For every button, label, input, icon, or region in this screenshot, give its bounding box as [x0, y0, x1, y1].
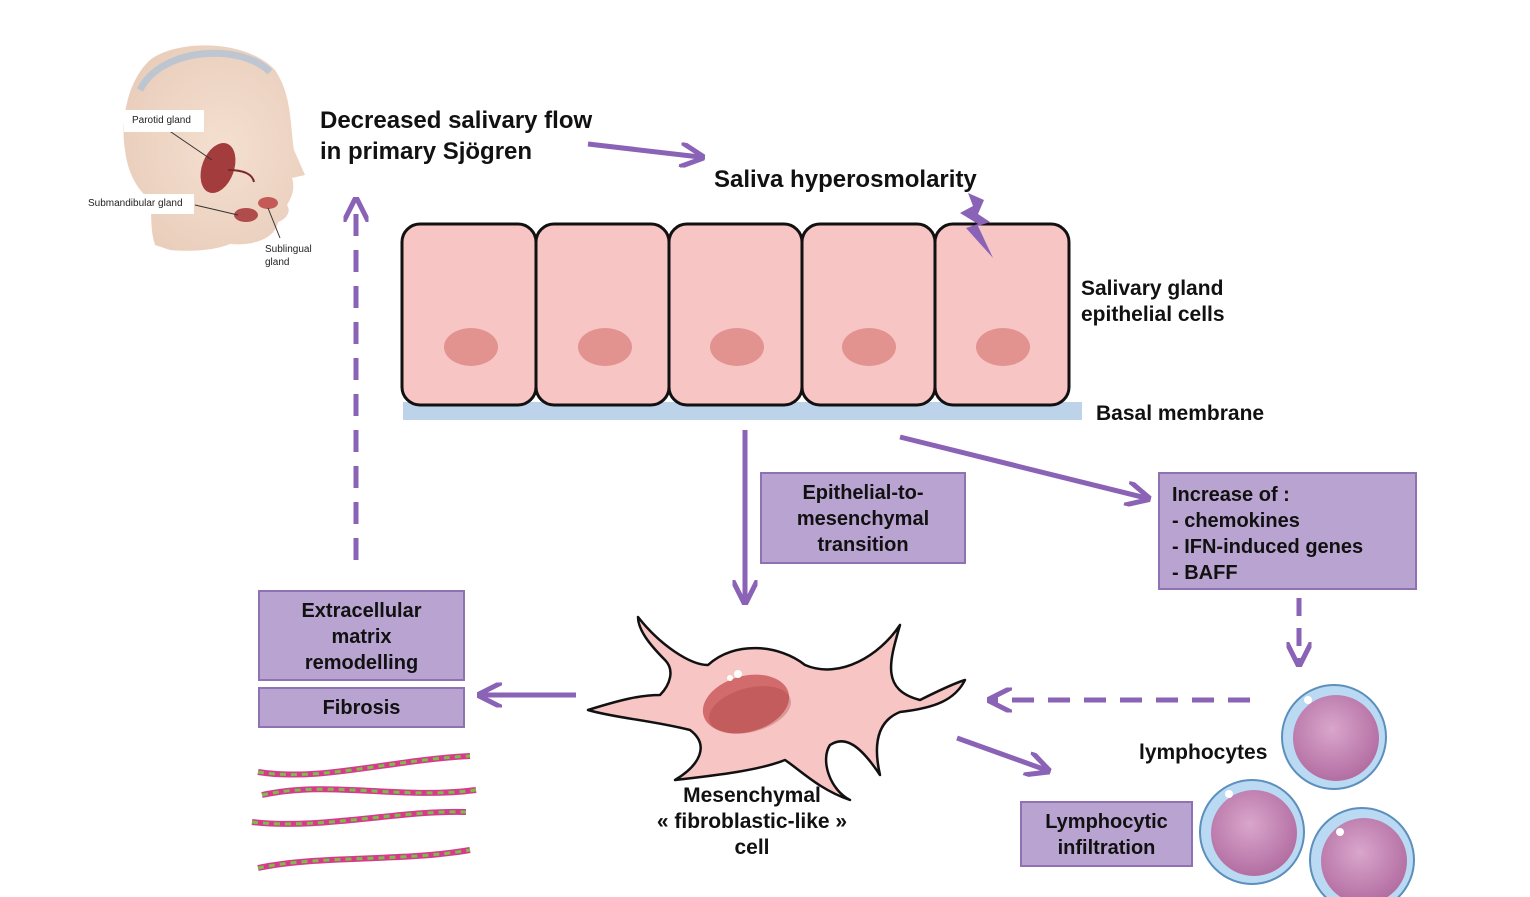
- page-title: Decreased salivary flow in primary Sjögr…: [320, 105, 592, 167]
- sublingual-label-line: gland: [265, 257, 290, 268]
- infiltration-line: Lymphocytic: [1045, 811, 1168, 833]
- nucleolus: [734, 670, 742, 678]
- head-illustration: [86, 45, 305, 251]
- epithelial-cells: [400, 222, 1082, 420]
- emt-line: mesenchymal: [796, 508, 930, 530]
- fiber-strand: [257, 848, 471, 870]
- basal-membrane-label: Basal membrane: [1096, 402, 1265, 425]
- fiber-strand: [257, 754, 471, 777]
- increase-line: - BAFF: [1172, 562, 1238, 584]
- epithelial-cell: [800, 222, 937, 407]
- lymphocyte-inner: [1211, 790, 1297, 876]
- epithelial-cell: [667, 222, 804, 407]
- lymphocyte-inner: [1293, 695, 1379, 781]
- fiber-strand: [261, 787, 477, 797]
- mesenchymal-nucleus: [702, 674, 790, 734]
- fiber-strand: [257, 847, 471, 871]
- title-line: in primary Sjögren: [320, 138, 533, 165]
- parotid-label-bg: [124, 110, 204, 132]
- ecm-line: Extracellular: [301, 600, 422, 622]
- submandibular-gland-label: Submandibular gland: [88, 198, 183, 209]
- ecm-line: matrix: [331, 626, 392, 648]
- epithelial-cell: [534, 222, 671, 407]
- epithelial-cell: [933, 222, 1071, 407]
- lymphocyte-highlight: [1336, 828, 1344, 836]
- fiber-strand: [251, 808, 467, 827]
- sublingual-label-line: Sublingual: [265, 244, 312, 255]
- epithelial-label-line: epithelial cells: [1081, 303, 1225, 326]
- title-line: Decreased salivary flow: [320, 107, 593, 134]
- mesenchymal-label-line: Mesenchymal: [683, 784, 821, 807]
- mesenchymal-label-line: cell: [734, 836, 770, 859]
- fibrosis-fibers: [251, 753, 477, 871]
- fibrosis-box: Fibrosis: [258, 687, 465, 728]
- arrow-cell-to-infiltration: [956, 735, 1046, 770]
- ecm-line: remodelling: [304, 652, 419, 674]
- lymphocytes-label: lymphocytes: [1139, 741, 1268, 764]
- arrow-to-increase: [899, 434, 1146, 498]
- lymphocytes: [1199, 684, 1415, 897]
- fibrosis-label: Fibrosis: [322, 697, 401, 719]
- mesenchymal-nucleus-shadow: [709, 686, 791, 734]
- cell-nucleus: [710, 328, 764, 366]
- submandibular-label-bg: [86, 194, 194, 214]
- increase-line: - chemokines: [1172, 510, 1300, 532]
- mesenchymal-label-line: « fibroblastic-like »: [656, 810, 848, 833]
- sublingual-gland-label: Sublingual gland: [265, 243, 312, 269]
- saliva-hyperosmolarity-label: Saliva hyperosmolarity: [714, 166, 977, 193]
- parotid-pointer: [167, 129, 213, 161]
- mesenchymal-cell-label: Mesenchymal « fibroblastic-like » cell: [640, 783, 864, 861]
- submandibular-pointer: [194, 204, 239, 216]
- fiber-strand: [251, 810, 467, 826]
- lymphocyte-highlight: [1225, 790, 1233, 798]
- skull-outline: [136, 49, 273, 92]
- fiber-strand: [261, 786, 477, 798]
- submandibular-gland: [234, 208, 258, 222]
- parotid-gland-label: Parotid gland: [132, 115, 191, 126]
- epithelial-cell: [400, 222, 538, 407]
- cell-nucleus: [842, 328, 896, 366]
- sublingual-pointer: [267, 207, 281, 239]
- emt-box: Epithelial-to- mesenchymal transition: [760, 472, 966, 564]
- cell-nucleus: [578, 328, 632, 366]
- increase-box: Increase of : - chemokines - IFN-induced…: [1158, 472, 1417, 590]
- parotid-gland: [200, 142, 236, 194]
- cell-nucleus: [976, 328, 1030, 366]
- infiltration-line: infiltration: [1057, 837, 1156, 859]
- sublingual-gland: [258, 197, 278, 209]
- lightning-bolt-icon: [960, 193, 993, 258]
- ecm-box: Extracellular matrix remodelling: [258, 590, 465, 681]
- epithelial-cells-label: Salivary gland epithelial cells: [1081, 276, 1225, 328]
- cell-nucleus: [444, 328, 498, 366]
- lymphocyte-highlight: [1304, 696, 1312, 704]
- increase-line: - IFN-induced genes: [1172, 536, 1364, 558]
- arrow-title-to-saliva: [587, 141, 700, 157]
- emt-line: Epithelial-to-: [802, 482, 924, 504]
- mesenchymal-cell: [586, 615, 967, 802]
- epithelial-label-line: Salivary gland: [1081, 277, 1224, 300]
- increase-line: Increase of :: [1172, 484, 1290, 506]
- lymphocytic-infiltration-box: Lymphocytic infiltration: [1020, 801, 1193, 867]
- emt-line: transition: [817, 534, 909, 556]
- parotid-duct: [227, 169, 255, 183]
- nucleolus: [727, 675, 733, 681]
- lymphocyte-inner: [1321, 818, 1407, 897]
